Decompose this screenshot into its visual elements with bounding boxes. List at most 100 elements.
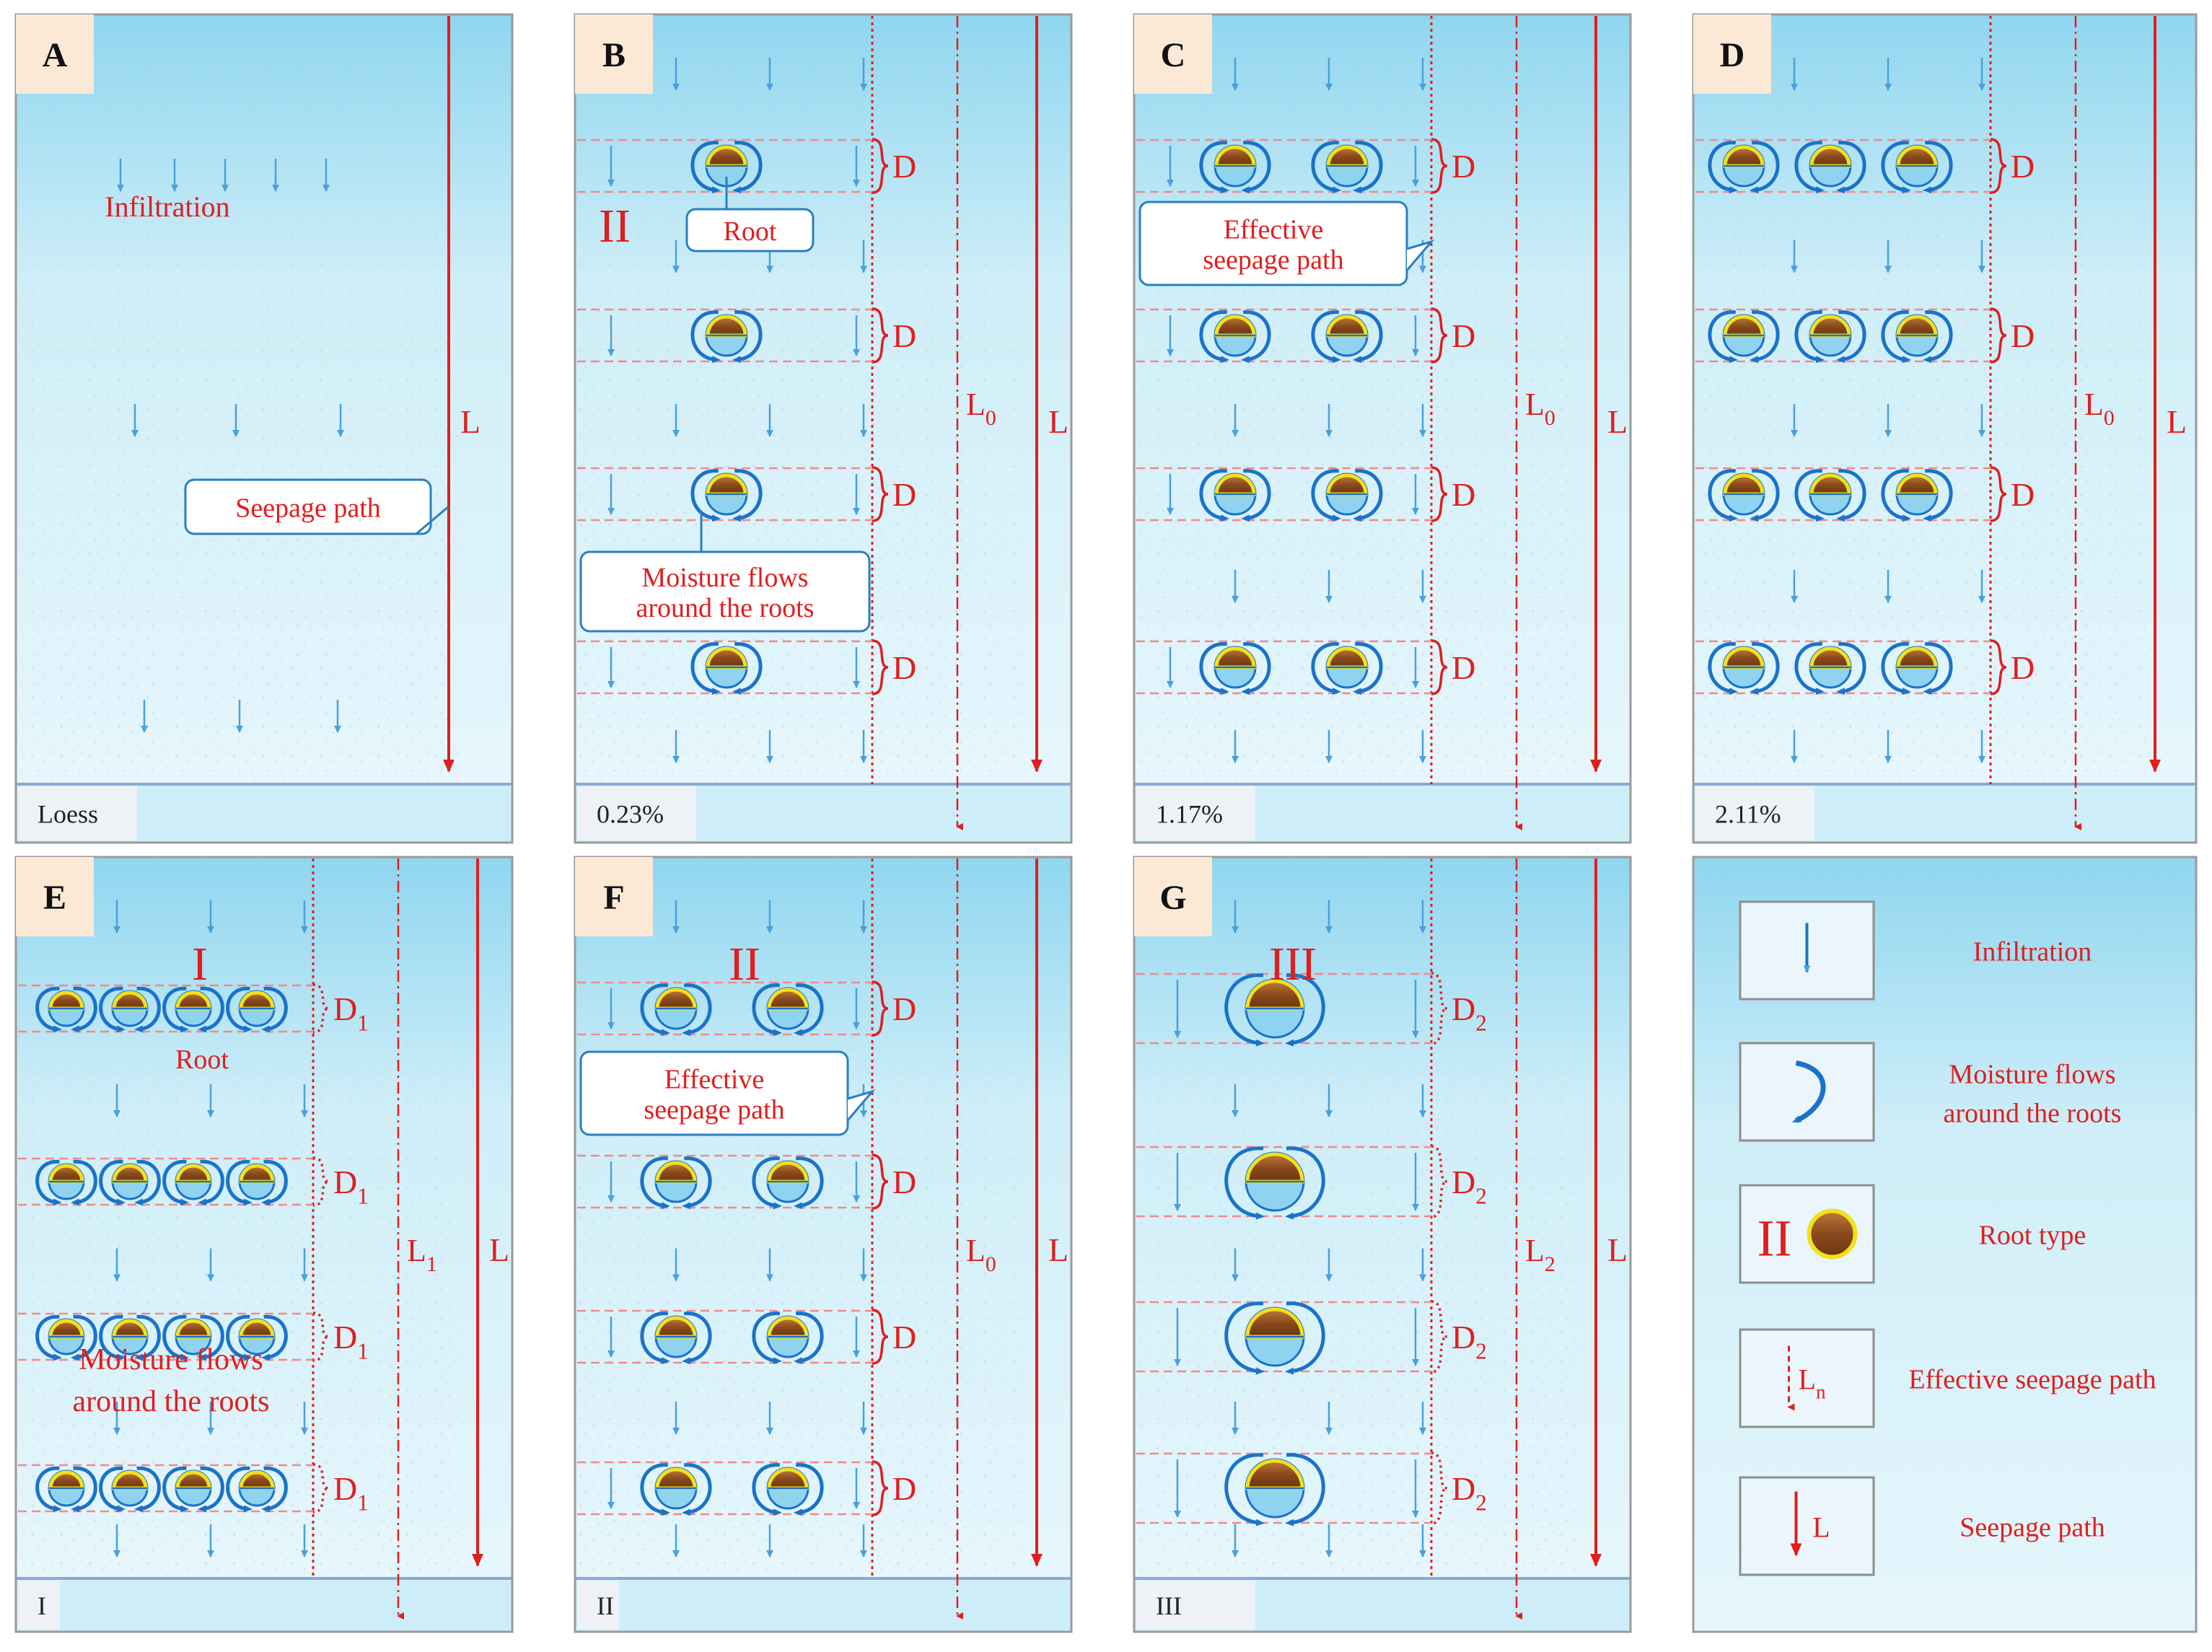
moisture-flow-right <box>71 1314 97 1361</box>
root-icon <box>640 983 712 1037</box>
root-icon <box>1881 310 1953 364</box>
d-label: D <box>1452 317 1475 354</box>
moisture-flow-right <box>682 1463 712 1516</box>
root-cross-section <box>239 1470 275 1490</box>
moisture-flow-left <box>1311 469 1341 522</box>
d-brace <box>1431 466 1448 522</box>
root-icon <box>1794 642 1866 695</box>
root-cross-section <box>175 1319 211 1339</box>
moisture-flow-left <box>1224 1146 1265 1220</box>
callout-effective-seepage-box <box>1138 201 1408 286</box>
root-icon <box>1199 642 1271 695</box>
moisture-flow-right <box>732 141 763 194</box>
root-icon <box>226 1314 288 1361</box>
root-cross-section <box>706 473 747 496</box>
callout-root-box <box>685 208 815 252</box>
root-cross-section <box>1214 315 1256 338</box>
panel-border <box>14 856 514 1633</box>
footer-label: I <box>38 1591 46 1620</box>
moisture-flow-right <box>71 986 97 1033</box>
root-icon <box>1708 141 1780 194</box>
root-icon <box>640 1312 712 1365</box>
moisture-flow-left <box>99 1314 126 1361</box>
d-brace <box>872 639 889 695</box>
d-label: D <box>892 1319 916 1356</box>
moisture-flow-right <box>1241 642 1271 695</box>
seepage-path-label: L <box>460 403 480 440</box>
panel-letter: D <box>1720 36 1745 74</box>
root-icon <box>752 1156 824 1210</box>
root-cross-section <box>767 1161 809 1184</box>
d-label: D <box>892 1470 916 1507</box>
root-icon <box>1199 141 1271 194</box>
moisture-flow-left <box>1708 141 1738 194</box>
moisture-flow-left <box>35 1466 62 1513</box>
d-brace <box>1431 1451 1448 1525</box>
legend-icon-box <box>1739 1476 1875 1576</box>
d-label: D <box>2011 476 2035 513</box>
d-label: D <box>1452 476 1475 513</box>
moisture-flow-right <box>134 1466 161 1513</box>
moisture-flow-right <box>1750 141 1780 194</box>
ln-path-label: L0 <box>966 387 996 430</box>
root-cross-section <box>655 1161 697 1184</box>
footer-label-bg <box>577 786 696 840</box>
ln-path-label: L0 <box>1525 387 1555 430</box>
root-type-symbol: II <box>1757 1210 1792 1267</box>
root-cross-section <box>112 1470 148 1490</box>
footer-label: 2.11% <box>1715 800 1781 829</box>
soil-texture <box>16 58 462 784</box>
d-label: D <box>892 1164 916 1200</box>
callout-seepage-path-box <box>184 478 432 535</box>
moisture-flow-right <box>1285 973 1325 1047</box>
seepage-path-label: L <box>1048 403 1068 440</box>
water-layer <box>575 1578 1071 1632</box>
moisture-flow-left <box>752 1312 782 1365</box>
panel-letter: F <box>603 879 624 917</box>
moisture-flow-right <box>261 1314 288 1361</box>
seepage-path-label: L <box>1607 403 1628 440</box>
callout-seepage-path: Seepage path <box>184 478 449 535</box>
moisture-flow-left <box>1708 642 1738 695</box>
d-label: D <box>892 476 916 513</box>
footer-label-bg <box>18 1581 60 1630</box>
d-brace <box>1431 1145 1448 1218</box>
moisture-flow-right <box>1353 642 1383 695</box>
root-icon <box>1794 310 1866 364</box>
moisture-flow-right <box>794 1463 824 1516</box>
legend-item-infiltration: Infiltration <box>1739 900 2092 1001</box>
moisture-flow-left <box>35 986 62 1033</box>
panel-border <box>1133 13 1632 844</box>
root-cross-section <box>1723 315 1765 338</box>
callout-effective-seepage-tail <box>1405 240 1435 271</box>
panel-letter: B <box>602 36 626 74</box>
callout-effective-seepage-tail <box>846 1089 876 1121</box>
moisture-flow-left <box>35 1314 62 1361</box>
moisture-flow-left <box>752 1156 782 1210</box>
panel-border <box>1133 856 1632 1633</box>
root-cross-section <box>112 1319 148 1339</box>
ln-path-label: L2 <box>1525 1233 1555 1276</box>
moisture-flow-left <box>162 1466 189 1513</box>
root-cross-section <box>112 1164 148 1184</box>
d-brace <box>872 307 889 364</box>
moisture-flow-left <box>1708 469 1738 522</box>
callout-moisture-flow-text: around the roots <box>636 593 815 623</box>
moisture-flow-left <box>690 469 721 522</box>
moisture-flow-left <box>1199 310 1229 364</box>
root-icon <box>1199 310 1271 364</box>
moisture-flow-left <box>1881 469 1911 522</box>
moisture-flow-left <box>162 1159 189 1206</box>
panel-label-bg <box>1693 14 1771 94</box>
moisture-flow-right <box>1836 469 1866 522</box>
root-icon <box>690 310 763 364</box>
moisture-flow-left <box>1881 642 1911 695</box>
effective-seepage-symbol: Ln <box>1799 1363 1826 1403</box>
root-icon <box>162 1314 224 1361</box>
root-cross-section <box>175 990 211 1011</box>
moisture-flow-right <box>261 1466 288 1513</box>
moisture-flow-right <box>1750 310 1780 364</box>
moisture-flow-right <box>198 1314 224 1361</box>
